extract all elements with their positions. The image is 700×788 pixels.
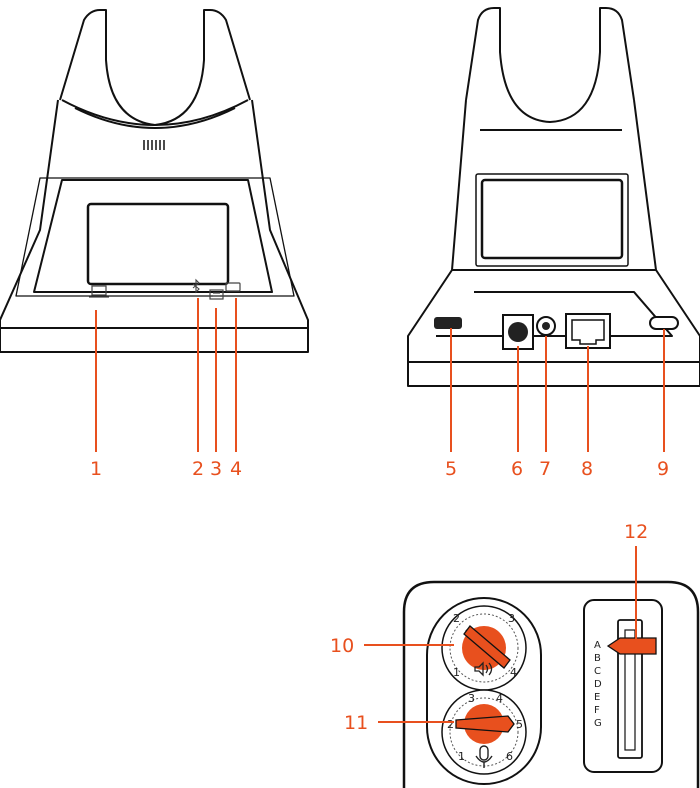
back-body [407, 99, 700, 387]
slider-letter-d: D [594, 679, 602, 690]
back-panel [436, 291, 673, 337]
slider-letter-e: E [594, 692, 600, 703]
front-panel-inner [15, 177, 295, 297]
callout-12: 12 [624, 521, 648, 543]
mic-dial-num-4: 4 [496, 692, 503, 705]
computer-icon [89, 285, 109, 298]
settings-callout-lines [364, 546, 637, 723]
speaker-dial-num-2: 2 [453, 612, 460, 625]
slider-handle[interactable] [606, 637, 657, 655]
slider-letter-g: G [594, 718, 602, 729]
back-callout-lines [450, 328, 665, 452]
callout-2: 2 [192, 458, 204, 480]
power-jack [502, 314, 534, 350]
microphone-icon [475, 745, 493, 768]
bluetooth-icon [192, 278, 200, 294]
desk-phone-icon [209, 289, 224, 300]
base-back-view [407, 7, 700, 387]
callout-4: 4 [230, 458, 242, 480]
front-cradle-rim-inner [74, 107, 236, 129]
audio-jack [536, 316, 556, 336]
telephone-port [565, 313, 611, 349]
mic-dial-num-5: 5 [516, 718, 523, 731]
mic-dial[interactable]: 3 4 2 5 1 6 [441, 689, 527, 775]
callout-7: 7 [539, 458, 551, 480]
mic-dial-num-6: 6 [506, 750, 513, 763]
front-cradle [59, 9, 251, 126]
back-window-frame [475, 173, 629, 267]
mobile-phone-icon [225, 282, 241, 292]
speaker-icon [474, 661, 493, 677]
slider-letter-b: B [594, 653, 601, 664]
front-callout-lines [95, 298, 237, 452]
base-front-view [0, 9, 309, 353]
micro-usb-port [434, 317, 462, 329]
slider-letter-f: F [594, 705, 600, 716]
speaker-dial[interactable]: 2 3 1 4 [441, 605, 527, 691]
settings-panel: 2 3 1 4 3 4 2 5 1 6 [402, 580, 700, 788]
slider-letters: A B C D E F G [594, 640, 602, 729]
slider-letter-c: C [594, 666, 601, 677]
callout-10: 10 [330, 635, 354, 657]
front-body [0, 99, 309, 353]
front-screen [86, 202, 230, 286]
front-grille [143, 140, 165, 150]
slider-track-inner [624, 629, 636, 751]
mic-dial-num-1: 1 [458, 750, 465, 763]
mic-dial-num-3: 3 [468, 692, 475, 705]
callout-5: 5 [445, 458, 457, 480]
slider-letter-a: A [594, 640, 601, 651]
callout-1: 1 [90, 458, 102, 480]
speaker-dial-num-1: 1 [453, 666, 460, 679]
back-cradle [465, 7, 635, 123]
callout-9: 9 [657, 458, 669, 480]
callout-8: 8 [581, 458, 593, 480]
front-cradle-rim [61, 99, 249, 126]
speaker-dial-num-4: 4 [510, 666, 517, 679]
callout-6: 6 [511, 458, 523, 480]
speaker-dial-num-3: 3 [508, 612, 515, 625]
back-window [480, 178, 624, 260]
callout-3: 3 [210, 458, 222, 480]
front-panel [33, 179, 273, 293]
callout-11: 11 [344, 712, 368, 734]
security-slot [649, 316, 679, 330]
mic-dial-num-2: 2 [447, 718, 454, 731]
